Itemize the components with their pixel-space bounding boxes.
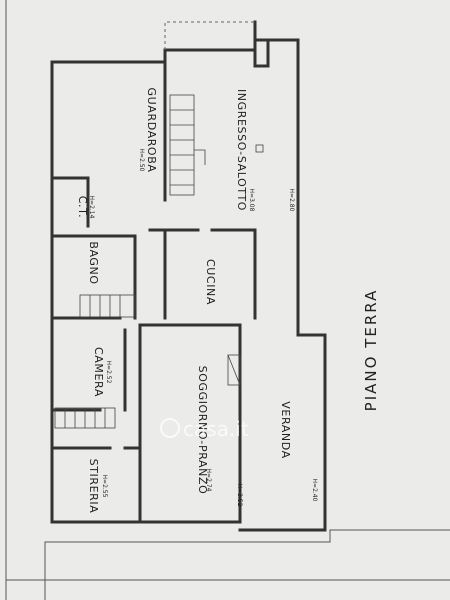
watermark: casa.it [160, 417, 249, 441]
watermark-text: casa.it [183, 417, 249, 441]
camera-staircase [54, 407, 116, 429]
interior-walls [50, 60, 300, 522]
room-label-camera: CAMERA [92, 347, 105, 397]
floor-title: PIANO TERRA [362, 289, 380, 412]
height-label-stireria: H=2.55 [101, 475, 108, 498]
bagno-staircase [79, 294, 136, 318]
room-label-veranda: VERANDA [279, 401, 292, 458]
height-label-soggiorno-side: H=3.52 [236, 484, 243, 507]
chimney [227, 144, 264, 386]
site-boundary-line [44, 529, 450, 600]
height-label-guardaroba: H=2.50 [138, 149, 145, 172]
height-label-ct: H=2.14 [88, 196, 95, 219]
room-label-cucina: CUCINA [204, 259, 217, 305]
room-label-ingresso-salotto: INGRESSO-SALOTTO [235, 89, 248, 211]
height-label-soggiorno-pranzo: H=2.74 [205, 469, 212, 492]
room-label-guardaroba: GUARDAROBA [145, 88, 158, 173]
height-label-ingresso-side: H=2.80 [288, 189, 295, 212]
room-label-ct: C.T. [76, 196, 89, 219]
room-label-soggiorno-pranzo: SOGGIORNO-PRANZO [196, 366, 209, 495]
height-label-veranda: H=2.40 [311, 479, 318, 502]
room-label-bagno: BAGNO [87, 241, 100, 284]
room-label-stireria: STIRERIA [87, 459, 100, 514]
watermark-logo-icon [160, 418, 180, 438]
main-staircase [169, 94, 206, 196]
height-label-camera: H=2.52 [105, 361, 112, 384]
height-label-ingresso-salotto: H=3.08 [248, 189, 255, 212]
